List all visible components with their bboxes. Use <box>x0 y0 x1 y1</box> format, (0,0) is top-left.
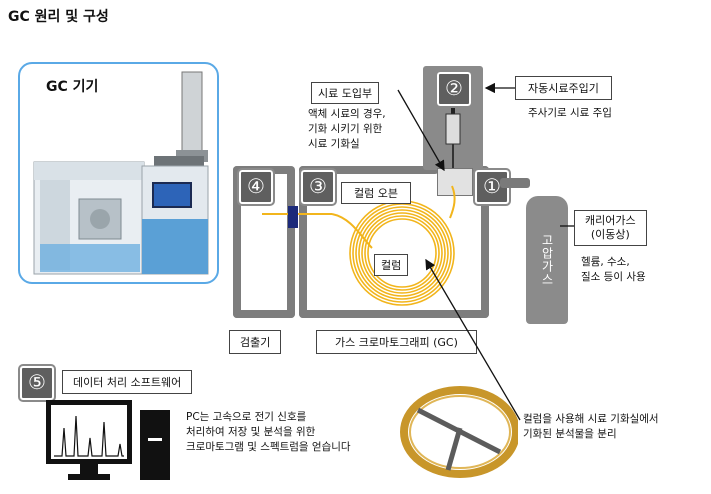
pipe-segment <box>233 310 295 318</box>
pipe-segment <box>299 166 439 174</box>
column-label: 컬럼 <box>374 254 409 276</box>
cylinder-label: 고압가스 <box>540 234 554 286</box>
pc-illustration <box>46 400 170 480</box>
pipe-segment <box>299 166 307 318</box>
pipe-segment <box>299 310 489 318</box>
badge-software: ⑤ <box>18 364 56 402</box>
column-note: 컬럼을 사용해 시료 기화실에서 기화된 분석물을 분리 <box>523 413 659 440</box>
gc-system-label: 가스 크로마토그래피 (GC) <box>316 330 477 354</box>
gc-instrument-illustration <box>33 71 209 275</box>
syringe-icon <box>445 100 461 168</box>
carrier-gas-subtitle: (이동상) <box>590 228 630 241</box>
page-title: GC 원리 및 구성 <box>8 9 109 25</box>
gc-instrument-panel: GC 기기 <box>18 62 219 284</box>
gas-cylinder: 고압가스 <box>526 196 568 324</box>
badge-autosampler: ② <box>435 70 473 108</box>
pipe-segment <box>287 166 295 318</box>
badge-detector: ④ <box>237 168 275 206</box>
carrier-gas-label: 캐리어가스 (이동상) <box>574 210 647 246</box>
carrier-note: 헬륨, 수소, 질소 등이 사용 <box>581 256 646 283</box>
column-ring-illustration <box>400 386 518 478</box>
gc-instrument-label: GC 기기 <box>46 79 99 95</box>
column-coil <box>262 185 456 306</box>
autosampler-label: 자동시료주입기 <box>515 76 612 100</box>
badge-carrier: ① <box>473 168 511 206</box>
carrier-gas-title: 캐리어가스 <box>585 214 636 227</box>
pipe-segment <box>233 166 241 318</box>
cylinder-regulator <box>500 178 530 188</box>
column-oven-label: 컬럼 오븐 <box>341 182 411 204</box>
pipe-segment <box>481 166 489 318</box>
sample-inlet-label: 시료 도입부 <box>311 82 380 104</box>
inlet-note: 액체 시료의 경우, 기화 시키기 위한 시료 기화실 <box>308 108 386 150</box>
autosampler-note: 주사기로 시료 주입 <box>528 107 612 119</box>
pc-note: PC는 고속으로 전기 신호를 처리하여 저장 및 분석을 위한 크로마토그램 … <box>186 411 351 453</box>
badge-oven: ③ <box>299 168 337 206</box>
detector-connector <box>288 206 298 228</box>
software-label: 데이터 처리 소프트웨어 <box>62 370 193 394</box>
detector-label: 검출기 <box>229 330 282 354</box>
